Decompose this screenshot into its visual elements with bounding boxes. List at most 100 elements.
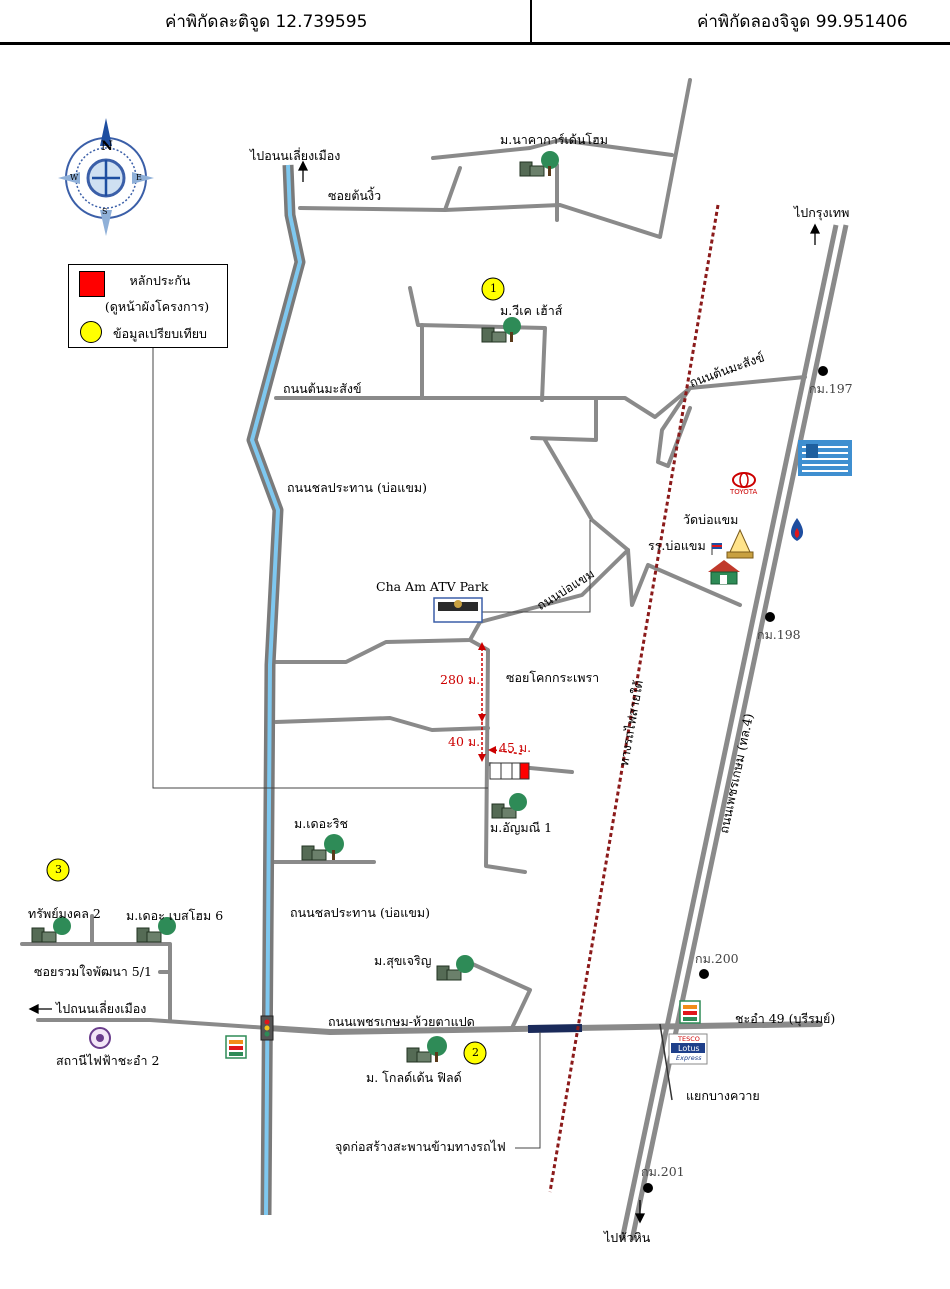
road-ton-masang-loop bbox=[656, 386, 692, 468]
km200-dot bbox=[699, 969, 709, 979]
road-north-branch-a bbox=[443, 166, 462, 212]
label-km201: กม.201 bbox=[641, 1164, 685, 1179]
plot-cell-3 bbox=[511, 762, 521, 780]
school-icon bbox=[708, 543, 740, 585]
house-icon-vk bbox=[481, 317, 521, 343]
label-tesco: TESCO bbox=[678, 1035, 700, 1043]
seven-eleven-icon-left bbox=[225, 1035, 247, 1059]
house-icon-gold-field bbox=[406, 1036, 447, 1063]
gas-station-icon bbox=[790, 518, 804, 541]
bridge-leader-line bbox=[515, 1032, 541, 1149]
marker-1: 1 bbox=[490, 282, 497, 295]
direction-arrows bbox=[28, 160, 821, 1224]
road-soi-khok-krapao bbox=[468, 638, 527, 874]
marker-2: 2 bbox=[472, 1046, 479, 1059]
label-school-bo-khaem: รร.บ่อแขม bbox=[648, 538, 706, 553]
label-lotus: Lotus bbox=[678, 1044, 700, 1053]
bridge-segment bbox=[527, 1024, 583, 1033]
plot-cell-2 bbox=[500, 762, 513, 780]
label-cha-am-atv: Cha Am ATV Park bbox=[376, 579, 489, 594]
label-to-bangkok: ไปกรุงเทพ bbox=[794, 205, 850, 220]
arrow-280-top bbox=[478, 642, 486, 650]
road-soi-ruam bbox=[20, 942, 172, 1022]
label-soi-ton-ngio: ซอยต้นงิ้ว bbox=[328, 188, 382, 203]
house-icon-naka bbox=[519, 151, 559, 177]
label-dist-40: 40 ม. bbox=[448, 734, 481, 749]
label-suk-charoen: ม.สุขเจริญ bbox=[374, 953, 432, 968]
road-phetkasem-huai bbox=[265, 1021, 823, 1036]
legend-collateral-swatch bbox=[79, 271, 105, 297]
label-dist-280: 280 ม. bbox=[440, 672, 481, 687]
road-vk-house bbox=[408, 286, 547, 402]
canal bbox=[250, 164, 302, 1216]
house-icon-the-rich bbox=[301, 834, 344, 861]
arrow-280-bottom bbox=[478, 714, 486, 722]
local-roads bbox=[20, 78, 807, 1030]
compass-s: S bbox=[102, 207, 108, 216]
label-km200: กม.200 bbox=[695, 951, 739, 966]
label-wat-bo-khaem: วัดบ่อแขม bbox=[683, 512, 739, 527]
legend-comparable-swatch bbox=[80, 321, 102, 343]
collateral-plot bbox=[489, 762, 530, 780]
temple-icon bbox=[726, 528, 754, 559]
arrow-up-top-head bbox=[297, 160, 309, 171]
legend-leader-line bbox=[152, 344, 488, 789]
arrow-45-left bbox=[488, 746, 496, 754]
compass-w: W bbox=[70, 173, 79, 182]
house-icon-sap-mongkol bbox=[31, 917, 71, 943]
coordinate-header: ค่าพิกัดละติจูด 12.739595 ค่าพิกัดลองจิจ… bbox=[0, 0, 950, 45]
label-gold-field: ม. โกลด์เด้น ฟิลด์ bbox=[366, 1070, 462, 1085]
label-anyamanee: ม.อัญมณี 1 bbox=[490, 820, 553, 835]
atv-leader-line bbox=[462, 520, 591, 613]
arrow-40-bottom bbox=[478, 754, 486, 762]
km-post-markers bbox=[643, 366, 828, 1193]
compass-e: E bbox=[136, 173, 142, 182]
seven-eleven-icon-right bbox=[679, 1000, 701, 1024]
toyota-logo-icon bbox=[732, 472, 756, 488]
label-naka-garden: ม.นาคาการ์เด้นโฮม bbox=[500, 132, 608, 147]
legend-comparable-label: ข้อมูลเปรียบเทียบ bbox=[113, 326, 207, 341]
blue-building-icon bbox=[798, 440, 852, 476]
label-electric-station: สถานีไฟฟ้าชะอำ 2 bbox=[56, 1053, 160, 1068]
label-chonprathan-lower: ถนนชลประทาน (บ่อแขม) bbox=[290, 905, 430, 920]
legend-collateral-note: (ดูหน้าผังโครงการ) bbox=[104, 299, 210, 314]
railway-line bbox=[548, 204, 720, 1193]
label-soi-khok-krapao: ซอยโคกกระเพรา bbox=[506, 670, 600, 685]
label-to-bypass-left: ไปถนนเลี่ยงเมือง bbox=[56, 1001, 147, 1016]
housing-icons bbox=[31, 151, 559, 1063]
compass-icon bbox=[58, 118, 154, 236]
road-soi-ton-ngio bbox=[298, 78, 692, 239]
road-bypass-left bbox=[36, 1018, 270, 1030]
road-suk-charoen bbox=[466, 960, 532, 1030]
map-legend: หลักประกัน (ดูหน้าผังโครงการ) ข้อมูลเปรี… bbox=[68, 264, 228, 348]
comparable-markers bbox=[46, 277, 505, 1065]
road-bo-khaem bbox=[274, 438, 630, 664]
house-icon-best-home bbox=[136, 917, 176, 943]
road-bo-khaem-east bbox=[626, 548, 742, 607]
km201-dot bbox=[643, 1183, 653, 1193]
label-cha-am-49: ชะอำ 49 (บุรีรมย์) bbox=[735, 1011, 836, 1026]
house-icon-anyamanee bbox=[491, 793, 527, 819]
km198-dot bbox=[765, 612, 775, 622]
house-icon-suk-charoen bbox=[436, 955, 474, 981]
arrow-left-head bbox=[28, 1003, 39, 1015]
header-divider bbox=[530, 0, 532, 42]
road-ton-masang-branch bbox=[530, 396, 598, 442]
plot-cell-1 bbox=[489, 762, 502, 780]
road-north-branch-b bbox=[431, 138, 674, 160]
label-the-best-home: ม.เดอะ เบสโฮม 6 bbox=[126, 908, 224, 923]
label-km197: กม.197 bbox=[809, 381, 853, 396]
distance-markers bbox=[481, 648, 523, 756]
label-soi-ruam: ซอยรวมใจพัฒนา 5/1 bbox=[34, 964, 152, 979]
label-the-rich: ม.เดอะริช bbox=[294, 816, 349, 831]
longitude-label: ค่าพิกัดลองจิจูด 99.951406 bbox=[697, 12, 908, 32]
label-vk-house: ม.วีเค เฮ้าส์ bbox=[500, 303, 563, 318]
marker-3: 3 bbox=[55, 863, 62, 876]
label-express: Express bbox=[676, 1054, 702, 1062]
label-ton-masang: ถนนต้นมะสังข์ bbox=[283, 381, 362, 396]
electric-station-icon bbox=[89, 1027, 111, 1049]
latitude-label: ค่าพิกัดละติจูด 12.739595 bbox=[165, 12, 368, 32]
atv-park-sign-icon bbox=[433, 597, 483, 623]
label-yaek-bang-khwai: แยกบางควาย bbox=[686, 1088, 760, 1103]
